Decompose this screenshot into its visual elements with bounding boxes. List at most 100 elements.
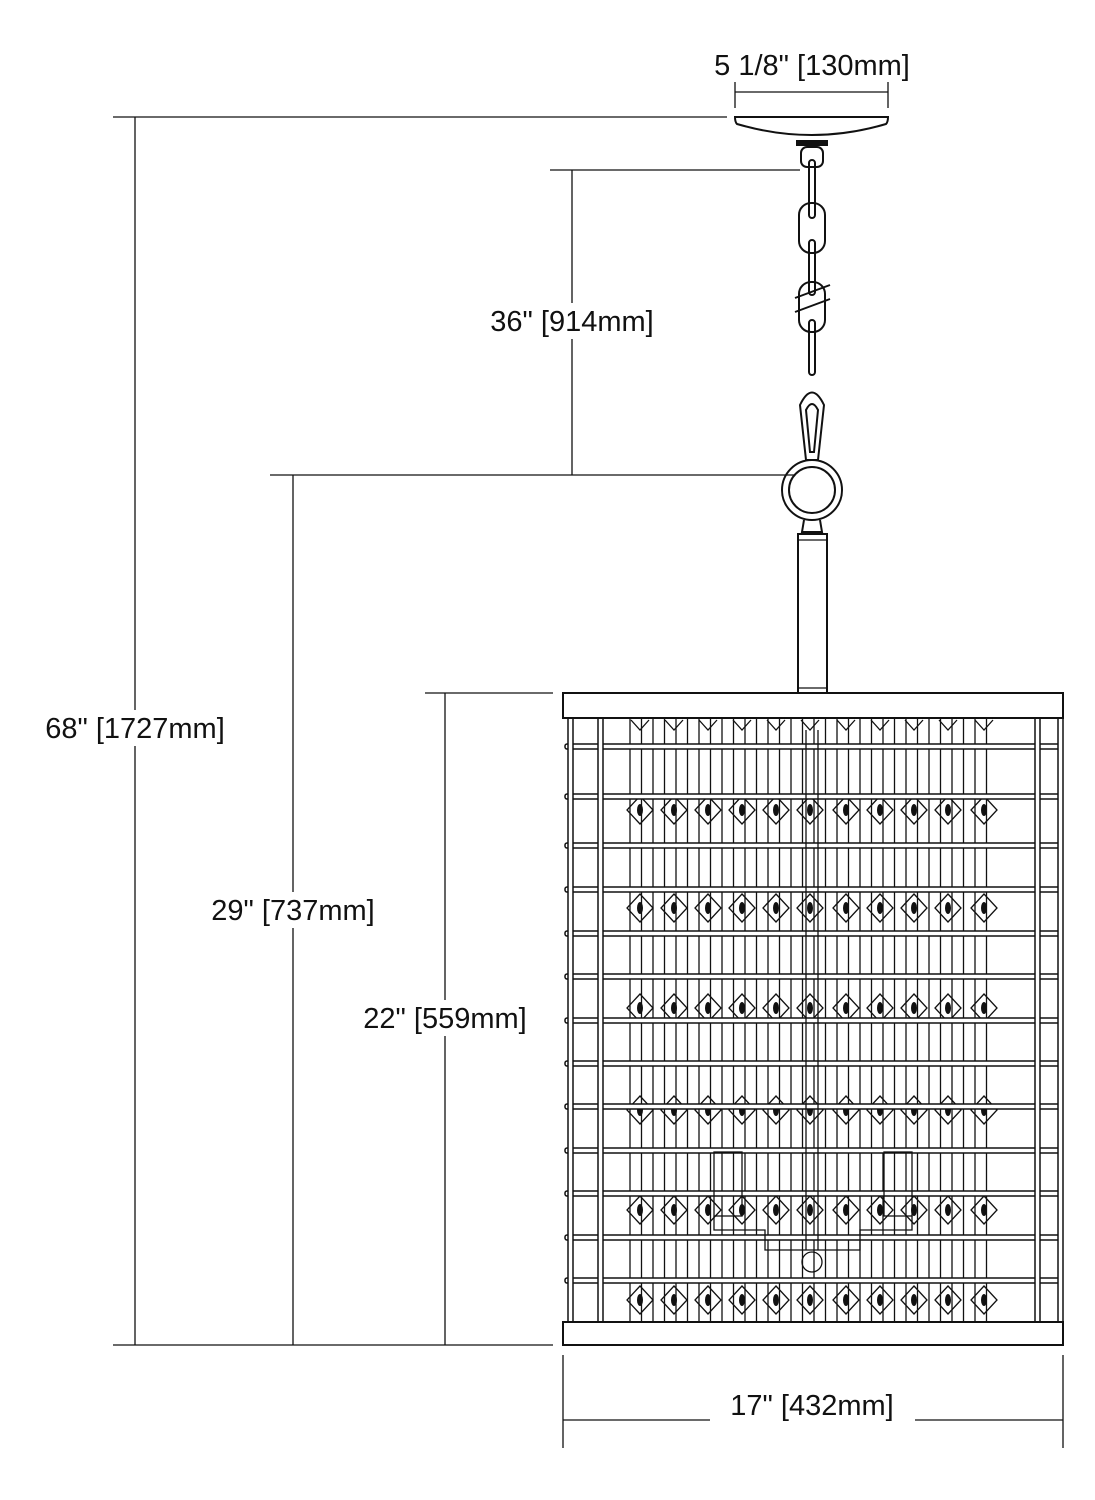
crystal-drop: [705, 804, 711, 816]
crystal-drop: [945, 902, 951, 914]
fixture-height-dimension: 29" [737mm]: [193, 474, 795, 1345]
crystal-drop: [773, 902, 779, 914]
crystal-drop: [705, 1204, 711, 1216]
chain-length-label: 36" [914mm]: [490, 306, 653, 338]
crystal-drop: [843, 902, 849, 914]
crystal-drop: [705, 1294, 711, 1306]
crystal-diamond: [694, 795, 722, 825]
crystal-diamond: [866, 795, 894, 825]
crystal-diamond: [728, 795, 756, 825]
horizontal-rod: [564, 1017, 1062, 1024]
crystal-diamond: [866, 893, 894, 923]
crystal-diamond: [866, 1285, 894, 1315]
crystal-diamond: [728, 1285, 756, 1315]
crystal-diamond: [832, 1285, 860, 1315]
crystal-diamond: [796, 1195, 824, 1225]
outer-bar: [597, 717, 604, 1323]
crystal-diamond: [970, 1285, 998, 1315]
crystal-drop: [671, 902, 677, 914]
horizontal-rod: [564, 1147, 1062, 1154]
canopy: [733, 116, 890, 168]
crystal-drop: [807, 1002, 813, 1014]
horizontal-rod: [564, 1103, 1062, 1110]
crystal-drop: [877, 1204, 883, 1216]
crystal-drop: [981, 1002, 987, 1014]
crystal-diamond: [970, 893, 998, 923]
crystal-drop: [773, 1002, 779, 1014]
crystal-drop: [877, 1294, 883, 1306]
crystal-drop: [739, 1002, 745, 1014]
candle-arms: [713, 730, 913, 1273]
fixture-height-label: 29" [737mm]: [211, 895, 374, 927]
crystal-diamond: [900, 1195, 928, 1225]
crystal-drop: [671, 1204, 677, 1216]
crystal-drop: [911, 1002, 917, 1014]
crystal-diamond: [728, 1195, 756, 1225]
stem: [797, 533, 828, 694]
crystal-drop: [877, 902, 883, 914]
loop-ring: [781, 459, 843, 533]
crystal-chevron: [800, 719, 820, 731]
horizontal-rod: [564, 1277, 1062, 1284]
horizontal-rod: [564, 1190, 1062, 1197]
crystal-diamond: [626, 795, 654, 825]
cage-top-band: [562, 692, 1064, 719]
crystal-diamond: [934, 1195, 962, 1225]
crystal-diamond: [796, 1285, 824, 1315]
crystal-drop: [637, 1294, 643, 1306]
crystal-drop: [705, 902, 711, 914]
crystal-drop: [911, 902, 917, 914]
crystal-diamond: [660, 1285, 688, 1315]
crystal-diamond: [694, 1195, 722, 1225]
crystal-diamond: [934, 1285, 962, 1315]
crystal-diamond: [900, 795, 928, 825]
crystal-diamond: [660, 893, 688, 923]
crystal-drop: [981, 902, 987, 914]
canopy-width-dimension: 5 1/8" [130mm]: [695, 46, 930, 108]
crystal-diamond: [934, 795, 962, 825]
crystal-diamond: [762, 1195, 790, 1225]
crystal-diamond: [694, 1285, 722, 1315]
crystal-drop: [637, 1204, 643, 1216]
cage-bottom-band: [562, 1321, 1064, 1346]
crystal-drop: [911, 804, 917, 816]
crystal-drop: [807, 1294, 813, 1306]
chain: [794, 159, 831, 461]
crystal-diamond: [762, 795, 790, 825]
crystal-diamond: [832, 1195, 860, 1225]
crystal-diamond: [762, 893, 790, 923]
crystal-drop: [807, 902, 813, 914]
crystal-drop: [981, 1294, 987, 1306]
crystal-chevron: [664, 719, 684, 731]
crystal-diamond: [900, 1285, 928, 1315]
crystal-chevron: [870, 719, 890, 731]
crystal-diamond: [728, 893, 756, 923]
cage-body: [562, 692, 1064, 1346]
crystal-diamond: [832, 795, 860, 825]
crystal-drop: [843, 1204, 849, 1216]
crystal-drop: [637, 902, 643, 914]
crystal-drop: [945, 1002, 951, 1014]
horizontal-rod: [564, 743, 1062, 750]
outer-bar: [567, 717, 574, 1323]
chain-length-dimension: 36" [914mm]: [472, 169, 800, 475]
overall-height-label: 68" [1727mm]: [45, 713, 225, 745]
crystal-drop: [773, 1204, 779, 1216]
crystal-diamond: [796, 795, 824, 825]
crystal-drop: [671, 1294, 677, 1306]
crystal-drop: [945, 1204, 951, 1216]
crystal-drop: [877, 804, 883, 816]
horizontal-rod: [564, 842, 1062, 849]
horizontal-rod: [564, 1234, 1062, 1241]
body-height-dimension: 22" [559mm]: [345, 692, 553, 1345]
crystal-diamond: [762, 1285, 790, 1315]
horizontal-rod: [564, 973, 1062, 980]
crystal-drop: [739, 902, 745, 914]
crystal-diamond: [660, 1195, 688, 1225]
crystal-diamond: [866, 1195, 894, 1225]
crystal-diamond: [626, 1285, 654, 1315]
crystal-drop: [671, 1002, 677, 1014]
body-width-dimension: 17" [432mm]: [562, 1355, 1064, 1448]
horizontal-rod: [564, 1060, 1062, 1067]
